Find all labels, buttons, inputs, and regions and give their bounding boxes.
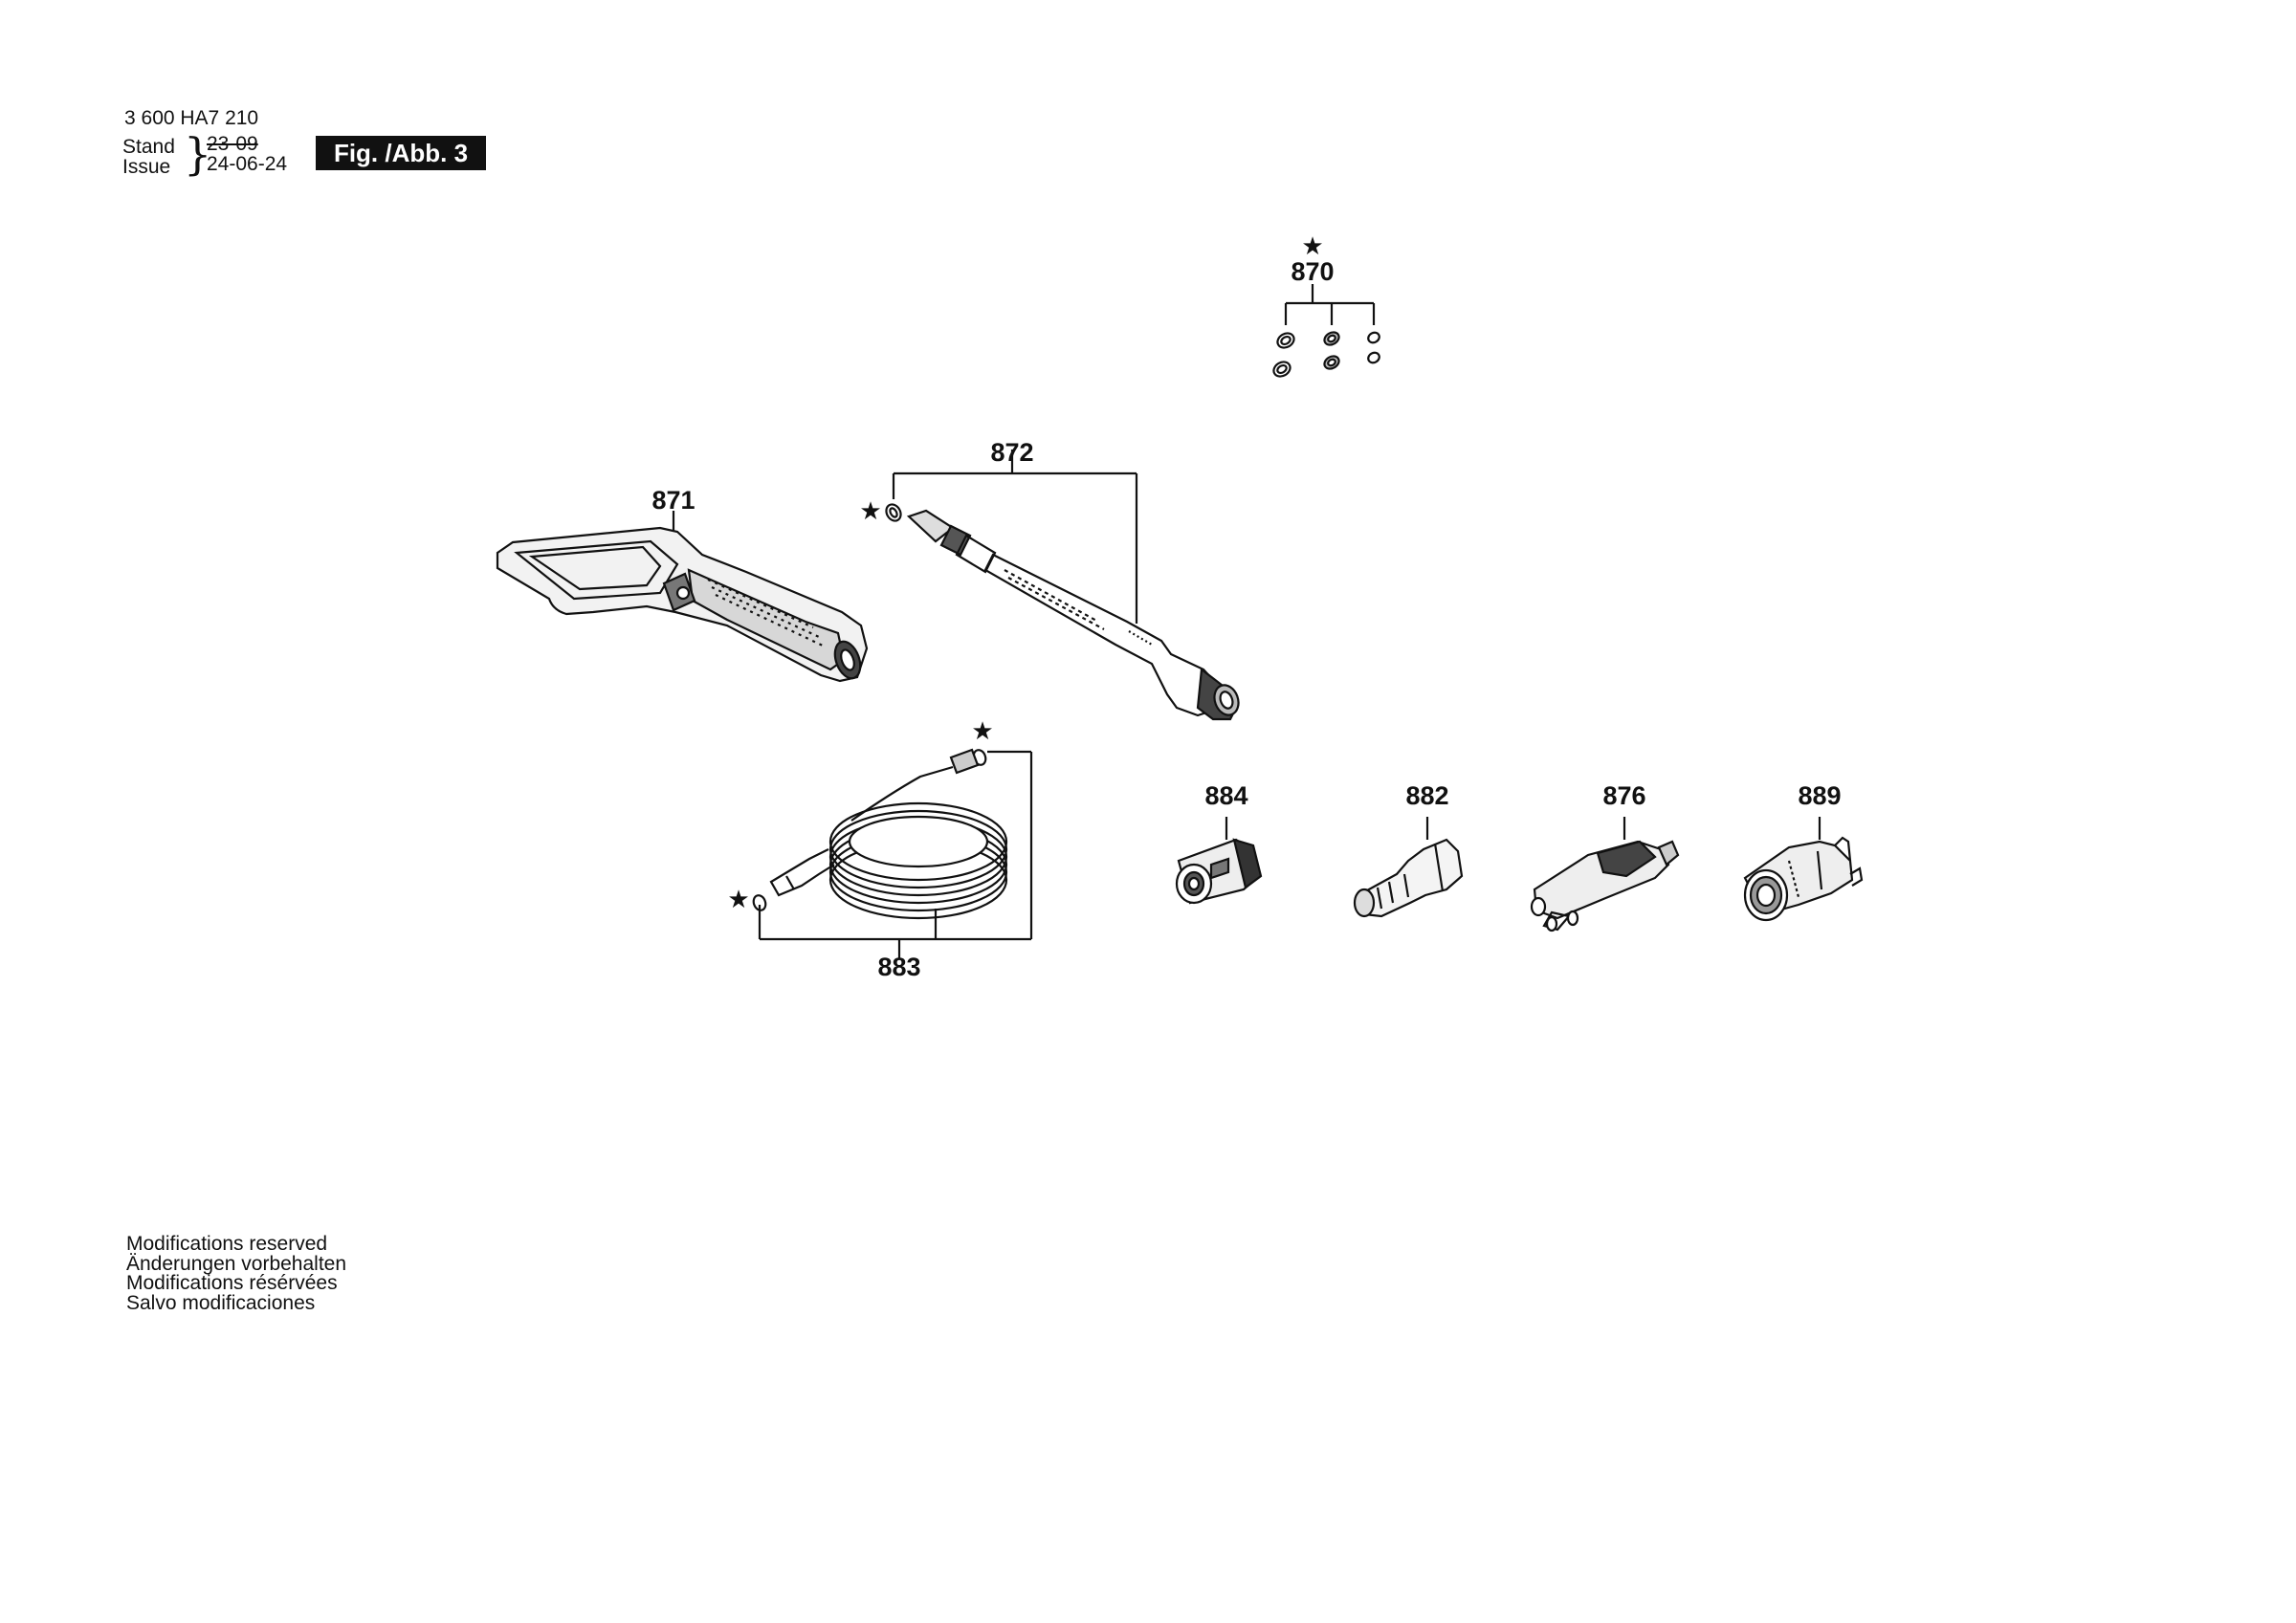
socket-889 — [1743, 817, 1864, 922]
part-label-871: 871 — [651, 486, 695, 515]
issue-label: Issue — [122, 156, 171, 178]
part-label-883: 883 — [877, 953, 921, 981]
part-label-889: 889 — [1798, 781, 1842, 810]
star-marker-883-bottom: ★ — [727, 886, 750, 914]
part-label-870: 870 — [1291, 257, 1335, 286]
part-label-876: 876 — [1602, 781, 1646, 810]
note-line: Modifications reserved — [126, 1233, 328, 1255]
note-line: Salvo modificaciones — [126, 1291, 316, 1314]
lance-872 — [885, 450, 1240, 721]
issue-date: 24-06-24 — [207, 153, 288, 175]
coupling-884 — [1175, 817, 1263, 905]
trigger-gun-871 — [496, 511, 869, 683]
star-marker-870: ★ — [1301, 232, 1324, 261]
part-label-872: 872 — [990, 438, 1034, 467]
date-brace: } — [184, 128, 212, 180]
figure-badge: Fig. /Abb. 3 — [316, 136, 486, 170]
hose-883 — [752, 748, 1033, 958]
star-marker-872: ★ — [859, 497, 882, 526]
stand-label: Stand — [122, 136, 175, 158]
note-line: Änderungen vorbehalten — [126, 1252, 347, 1275]
stand-date: 23-09 — [207, 133, 258, 155]
note-line: Modifications résérvées — [126, 1272, 338, 1294]
document-number: 3 600 HA7 210 — [124, 107, 259, 129]
adapter-882 — [1353, 817, 1464, 918]
star-marker-883-top: ★ — [971, 717, 994, 746]
modification-notes: Modifications reserved Änderungen vorbeh… — [126, 1233, 347, 1314]
part-label-884: 884 — [1204, 781, 1248, 810]
part-label-882: 882 — [1405, 781, 1449, 810]
o-ring-set-870 — [1272, 284, 1380, 378]
nozzle-876 — [1530, 817, 1680, 932]
